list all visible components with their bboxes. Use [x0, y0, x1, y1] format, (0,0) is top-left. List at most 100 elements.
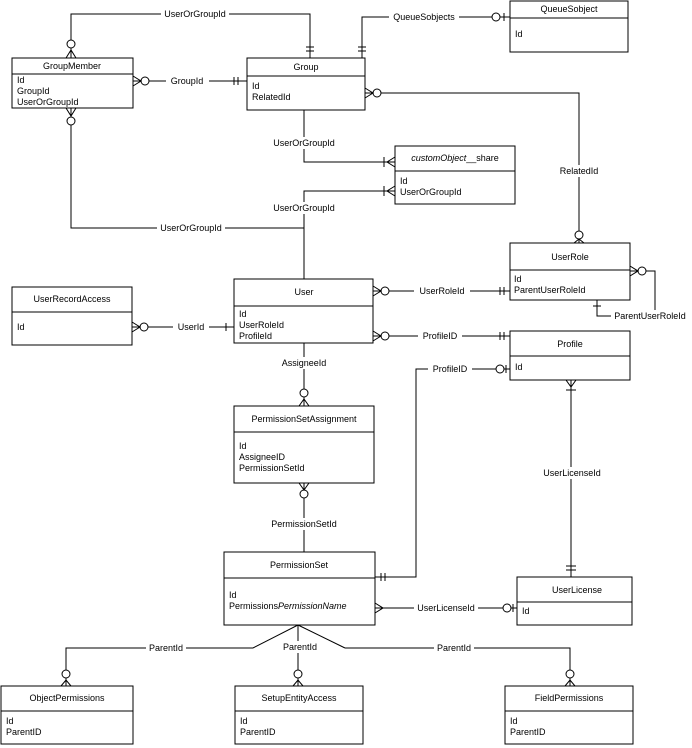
marker-zero — [61, 669, 71, 679]
marker-zero — [140, 76, 150, 86]
entity-field: ParentID — [510, 727, 546, 737]
entity-user: User Id UserRoleId ProfileId — [233, 278, 374, 344]
entity-setup-entity-access: SetupEntityAccess Id ParentID — [234, 685, 364, 745]
marker-one — [358, 46, 366, 52]
marker-many — [298, 482, 310, 491]
entity-field: Id — [6, 716, 14, 726]
marker-zero — [372, 88, 382, 98]
entity-field: ParentUserRoleId — [514, 285, 586, 295]
marker-zero — [637, 266, 647, 276]
edge-ps-fan-left — [252, 624, 299, 649]
marker-many — [565, 379, 577, 391]
label-user-profile: ProfileID — [423, 331, 458, 341]
marker-many — [372, 330, 382, 342]
entity-field: PermissionSetId — [239, 463, 305, 473]
marker-one — [380, 573, 386, 581]
entity-field: UserRoleId — [239, 320, 284, 330]
entity-permission-set-assignment: PermissionSetAssignment Id AssigneeID Pe… — [233, 405, 375, 484]
marker-zero — [293, 669, 303, 679]
entity-custom-object-share: customObject__share Id UserOrGroupId — [394, 145, 516, 205]
label-group-role-related: RelatedId — [560, 166, 599, 176]
edge-ps-profile — [375, 368, 510, 578]
entity-field: Id — [229, 590, 237, 600]
marker-zero — [495, 364, 505, 374]
entity-field: Id — [400, 176, 408, 186]
entity-field: Id — [515, 362, 523, 372]
marker-zero — [502, 603, 512, 613]
marker-many — [383, 185, 396, 197]
edge-user-share — [303, 190, 395, 279]
label-group-share: UserOrGroupId — [273, 138, 335, 148]
entity-title: FieldPermissions — [535, 693, 604, 703]
label-user-role: UserRoleId — [419, 286, 464, 296]
label-ps-fieldperm: ParentId — [437, 643, 471, 653]
marker-zero — [139, 322, 149, 332]
marker-many — [372, 285, 382, 297]
marker-many — [298, 398, 310, 407]
marker-zero — [380, 331, 390, 341]
label-profile-license: UserLicenseId — [543, 468, 601, 478]
entity-field: Id — [522, 606, 530, 616]
cardinality-markers — [60, 12, 647, 687]
label-access-user: UserId — [178, 322, 205, 332]
label-gm-user: UserOrGroupId — [160, 223, 222, 233]
entity-field: Id — [510, 716, 518, 726]
entity-title: ObjectPermissions — [29, 693, 105, 703]
entity-field: Id — [240, 716, 248, 726]
entity-field: Id — [17, 322, 25, 332]
marker-zero — [66, 116, 76, 126]
label-ps-profile: ProfileID — [433, 364, 468, 374]
entity-field-permissions: FieldPermissions Id ParentID — [504, 685, 634, 745]
marker-many — [65, 107, 77, 117]
label-ps-setup: ParentId — [283, 642, 317, 652]
marker-many — [292, 679, 304, 687]
label-queue-sobjects: QueueSobjects — [393, 12, 455, 22]
marker-many — [65, 49, 77, 59]
entity-field: UserOrGroupId — [400, 187, 462, 197]
entity-title: GroupMember — [43, 61, 101, 71]
entity-title: UserRecordAccess — [33, 294, 111, 304]
marker-one — [233, 77, 239, 85]
entity-field: Id — [514, 274, 522, 284]
marker-zero — [66, 39, 76, 49]
marker-many — [564, 679, 576, 687]
edge-group-queuesobject — [361, 16, 510, 58]
entity-field: Id — [17, 75, 25, 85]
entity-title-italic: customObject — [411, 153, 467, 163]
entity-title: PermissionSet — [270, 560, 329, 570]
marker-zero — [565, 669, 575, 679]
entity-field: GroupId — [17, 86, 50, 96]
entity-permission-set: PermissionSet Id PermissionsPermissionNa… — [223, 551, 376, 626]
marker-one — [306, 46, 314, 52]
entity-profile: Profile Id — [509, 330, 631, 381]
marker-one — [566, 565, 576, 571]
marker-zero — [574, 230, 584, 240]
edge-group-share — [303, 110, 395, 163]
entity-object-permissions: ObjectPermissions Id ParentID — [0, 685, 134, 745]
marker-zero — [299, 489, 309, 499]
label-ps-license: UserLicenseId — [417, 603, 475, 613]
marker-zero — [491, 12, 501, 22]
relationship-labels: UserOrGroupId QueueSobjects GroupId User… — [146, 8, 689, 654]
entity-group: Group Id RelatedId — [246, 57, 366, 111]
entity-field: ProfileId — [239, 331, 272, 341]
field-italic: PermissionName — [278, 601, 347, 611]
entity-title: QueueSobject — [540, 4, 598, 14]
entity-title: PermissionSetAssignment — [251, 414, 357, 424]
entity-title: SetupEntityAccess — [261, 693, 337, 703]
marker-many — [60, 679, 72, 687]
entity-field: PermissionsPermissionName — [229, 601, 347, 611]
entity-field: Id — [239, 441, 247, 451]
label-user-share: UserOrGroupId — [273, 203, 335, 213]
entity-field: RelatedId — [252, 92, 291, 102]
marker-many — [364, 87, 374, 99]
entity-field: Id — [515, 29, 523, 39]
entity-title: customObject__share — [411, 153, 499, 163]
marker-many — [374, 602, 384, 614]
marker-one — [499, 332, 505, 340]
entity-user-license: UserLicense Id — [516, 576, 633, 626]
entity-group-member: GroupMember Id GroupId UserOrGroupId — [11, 57, 134, 109]
marker-many — [573, 238, 585, 244]
entity-title: Profile — [557, 339, 583, 349]
